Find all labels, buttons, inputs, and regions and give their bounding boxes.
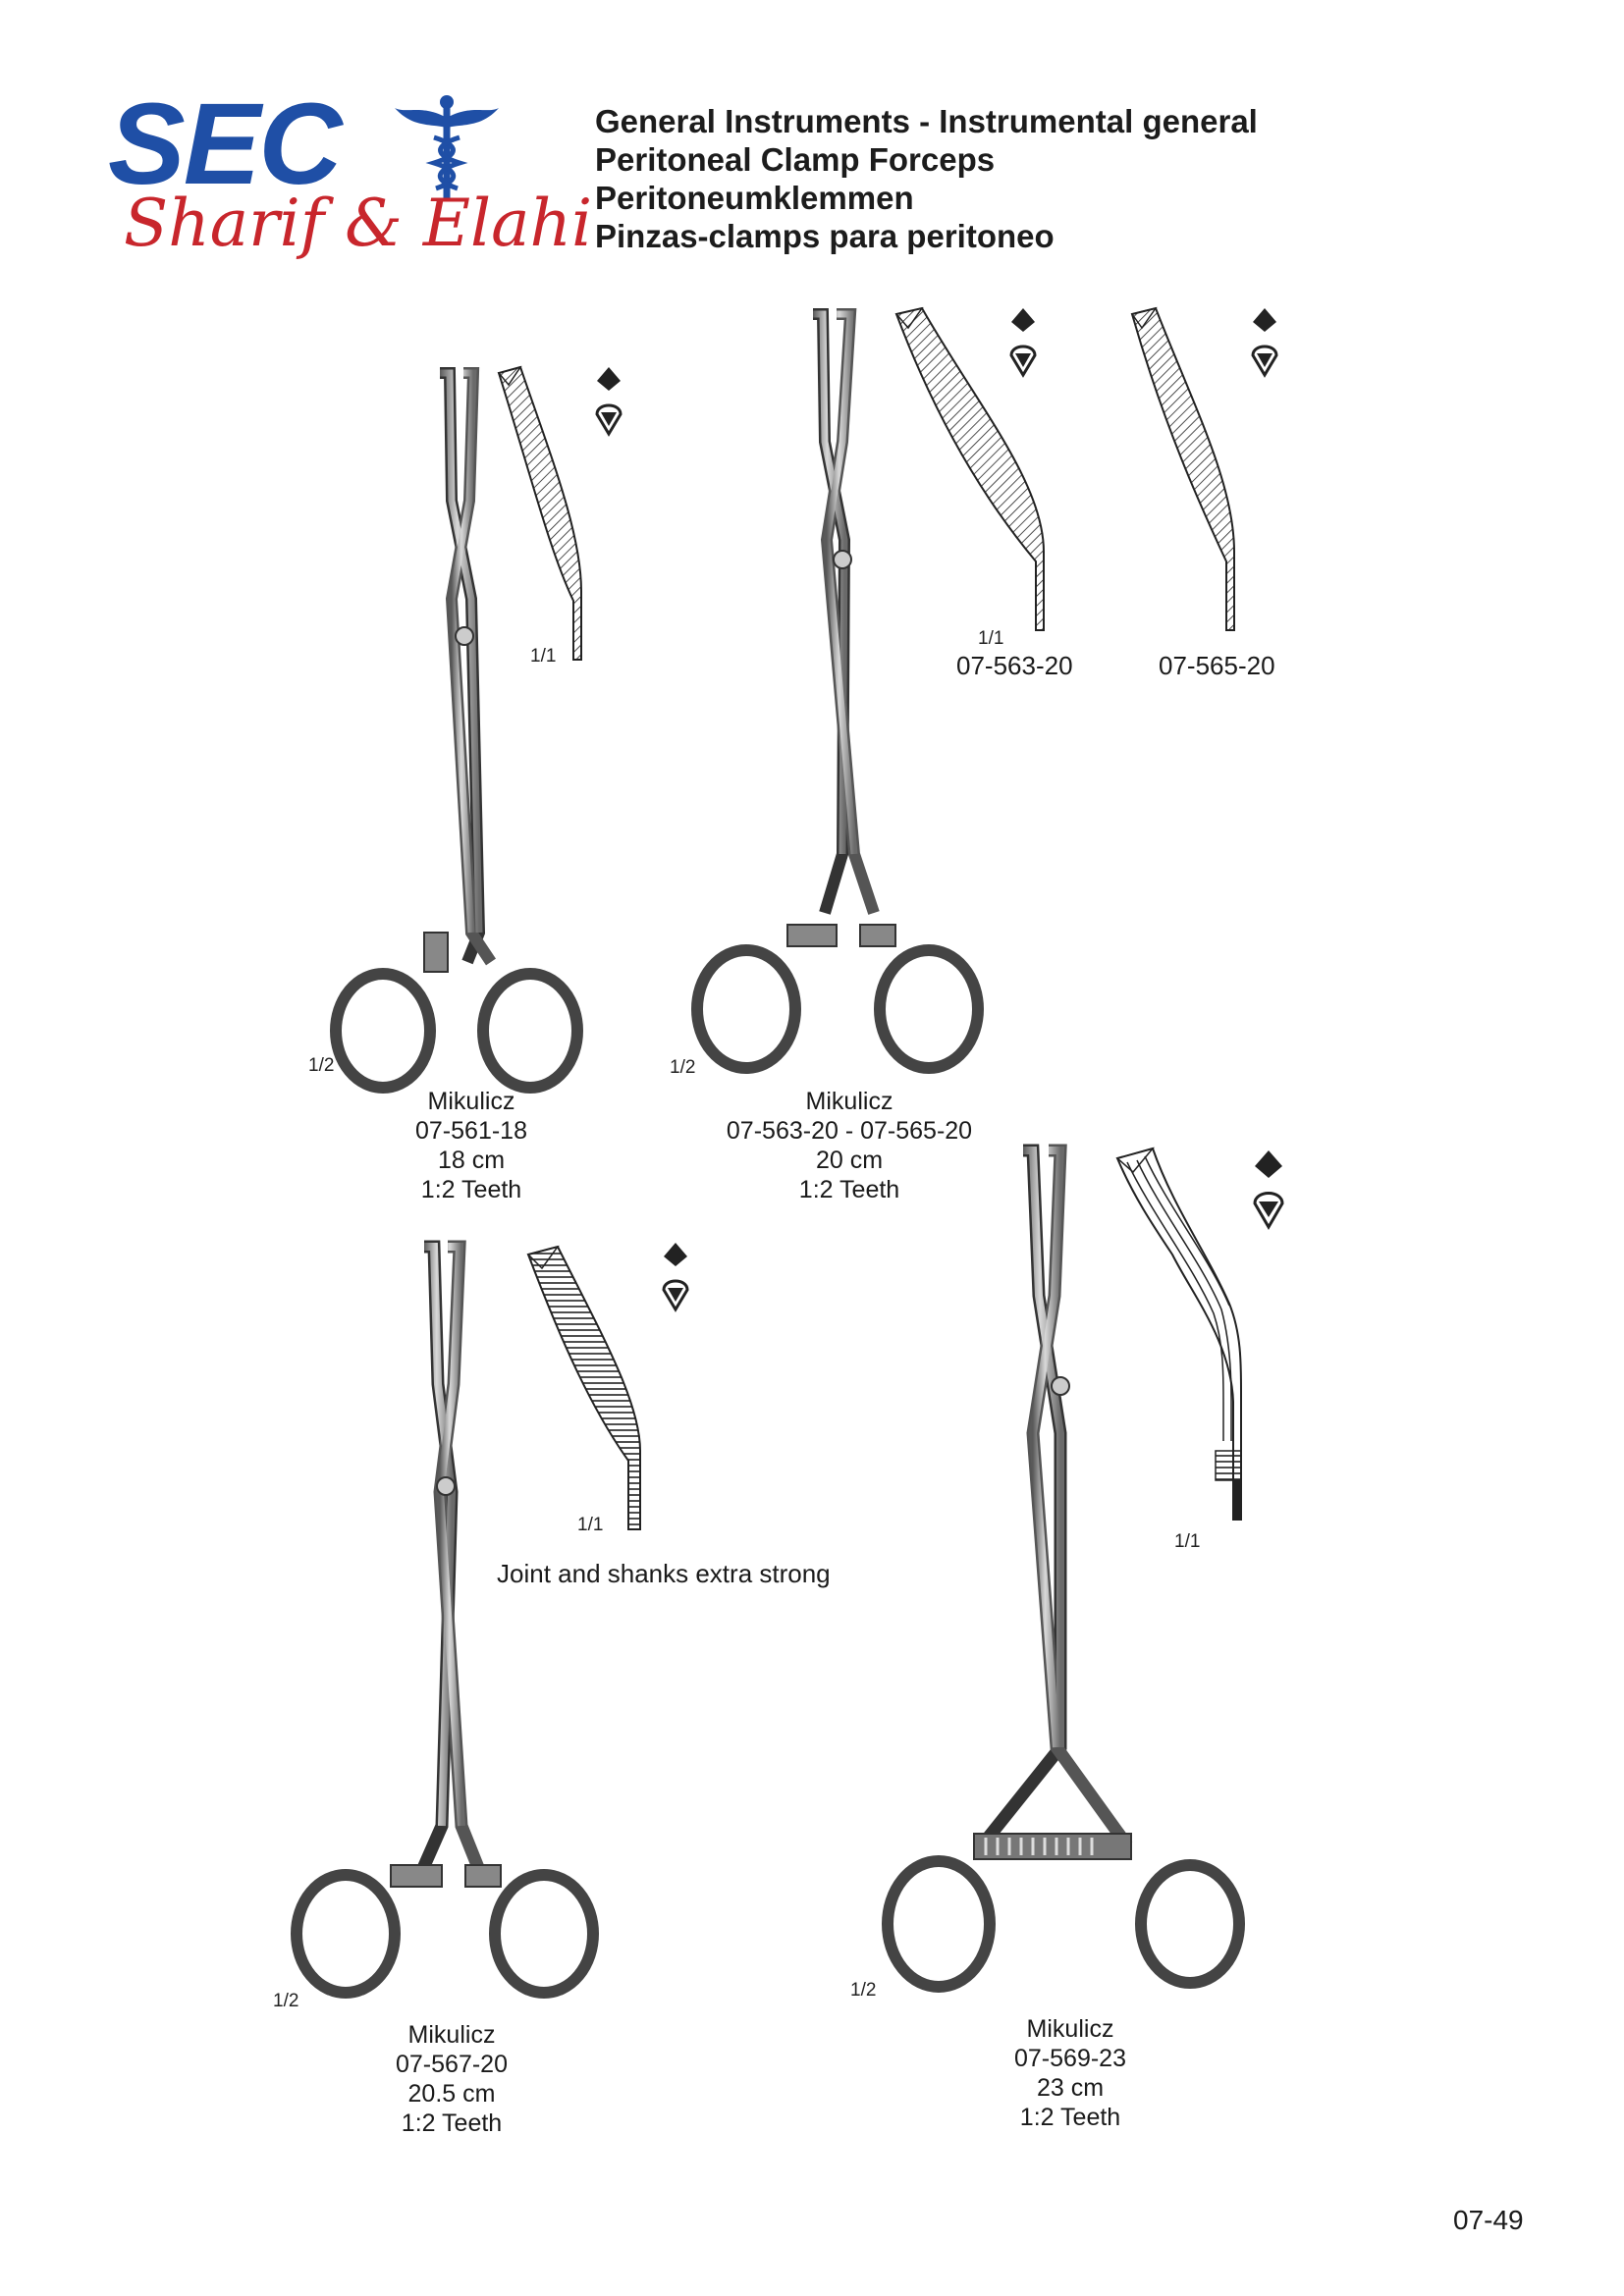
jaw-detail-1	[497, 365, 582, 661]
header-line-3: Peritoneumklemmen	[595, 180, 914, 216]
detail-scale-label-2: 1/1	[978, 628, 1004, 649]
item-1-code: 07-561-18	[415, 1117, 527, 1145]
scale-label-2: 1/2	[670, 1057, 696, 1078]
item-4-teeth: 1:2 Teeth	[1019, 2104, 1121, 2131]
tooth-pattern-icon-4	[1253, 1150, 1284, 1230]
item-3-name: Mikulicz	[407, 2021, 496, 2049]
item-2-size: 20 cm	[815, 1147, 884, 1174]
tooth-pattern-icon-2a	[1009, 308, 1037, 378]
detail-scale-label-4: 1/1	[1174, 1531, 1201, 1552]
page-number: 07-49	[1453, 2205, 1524, 2235]
jaw-detail-4	[1115, 1147, 1242, 1521]
item-3-label: Mikulicz 07-567-20 20.5 cm 1:2 Teeth	[353, 2020, 550, 2138]
item-1-size: 18 cm	[437, 1147, 506, 1174]
item-3-size: 20.5 cm	[407, 2080, 496, 2108]
detail-code-a: 07-563-20	[956, 651, 1073, 680]
jaw-detail-2a	[894, 306, 1045, 631]
forceps-illustration-3	[291, 1240, 599, 1999]
caduceus-icon	[395, 95, 499, 198]
forceps-illustration-4	[882, 1144, 1245, 1993]
item-3-teeth: 1:2 Teeth	[401, 2109, 503, 2137]
jaw-detail-2b	[1130, 306, 1235, 631]
detail-code-b: 07-565-20	[1159, 651, 1275, 680]
forceps-illustration-1	[330, 367, 583, 1094]
item-1-label: Mikulicz 07-561-18 18 cm 1:2 Teeth	[373, 1087, 569, 1204]
scale-label-4: 1/2	[850, 1980, 877, 2001]
forceps-illustration-2	[691, 308, 984, 1074]
item-2-name: Mikulicz	[805, 1088, 893, 1115]
scale-label-1: 1/2	[308, 1055, 335, 1076]
brand-logo: SEC Sharif & Elahi	[108, 80, 592, 273]
logo-sec-text: SEC	[108, 80, 343, 209]
item-4-code: 07-569-23	[1014, 2045, 1126, 2072]
item-1-teeth: 1:2 Teeth	[420, 1176, 522, 1203]
detail-scale-label-3: 1/1	[577, 1515, 604, 1535]
item-2-label: Mikulicz 07-563-20 - 07-565-20 20 cm 1:2…	[687, 1087, 1011, 1204]
item-4-size: 23 cm	[1036, 2074, 1105, 2102]
item-1-name: Mikulicz	[427, 1088, 515, 1115]
detail-scale-label-1: 1/1	[530, 646, 557, 667]
logo-script-text: Sharif & Elahi	[124, 186, 593, 261]
scale-label-3: 1/2	[273, 1991, 299, 2011]
note-text: Joint and shanks extra strong	[497, 1559, 831, 1588]
header-line-4: Pinzas-clamps para peritoneo	[595, 218, 1055, 254]
header-line-2: Peritoneal Clamp Forceps	[595, 141, 996, 178]
tooth-pattern-icon-3	[662, 1243, 689, 1312]
tooth-pattern-icon-1	[595, 367, 623, 437]
header-line-1: General Instruments - Instrumental gener…	[595, 103, 1258, 139]
item-2-code: 07-563-20 - 07-565-20	[726, 1117, 973, 1145]
item-4-label: Mikulicz 07-569-23 23 cm 1:2 Teeth	[972, 2014, 1168, 2132]
item-2-teeth: 1:2 Teeth	[798, 1176, 900, 1203]
jaw-detail-3	[526, 1245, 641, 1530]
item-3-code: 07-567-20	[396, 2051, 508, 2078]
tooth-pattern-icon-2b	[1251, 308, 1278, 378]
catalog-header: General Instruments - Instrumental gener…	[595, 102, 1258, 255]
item-4-name: Mikulicz	[1026, 2015, 1114, 2043]
